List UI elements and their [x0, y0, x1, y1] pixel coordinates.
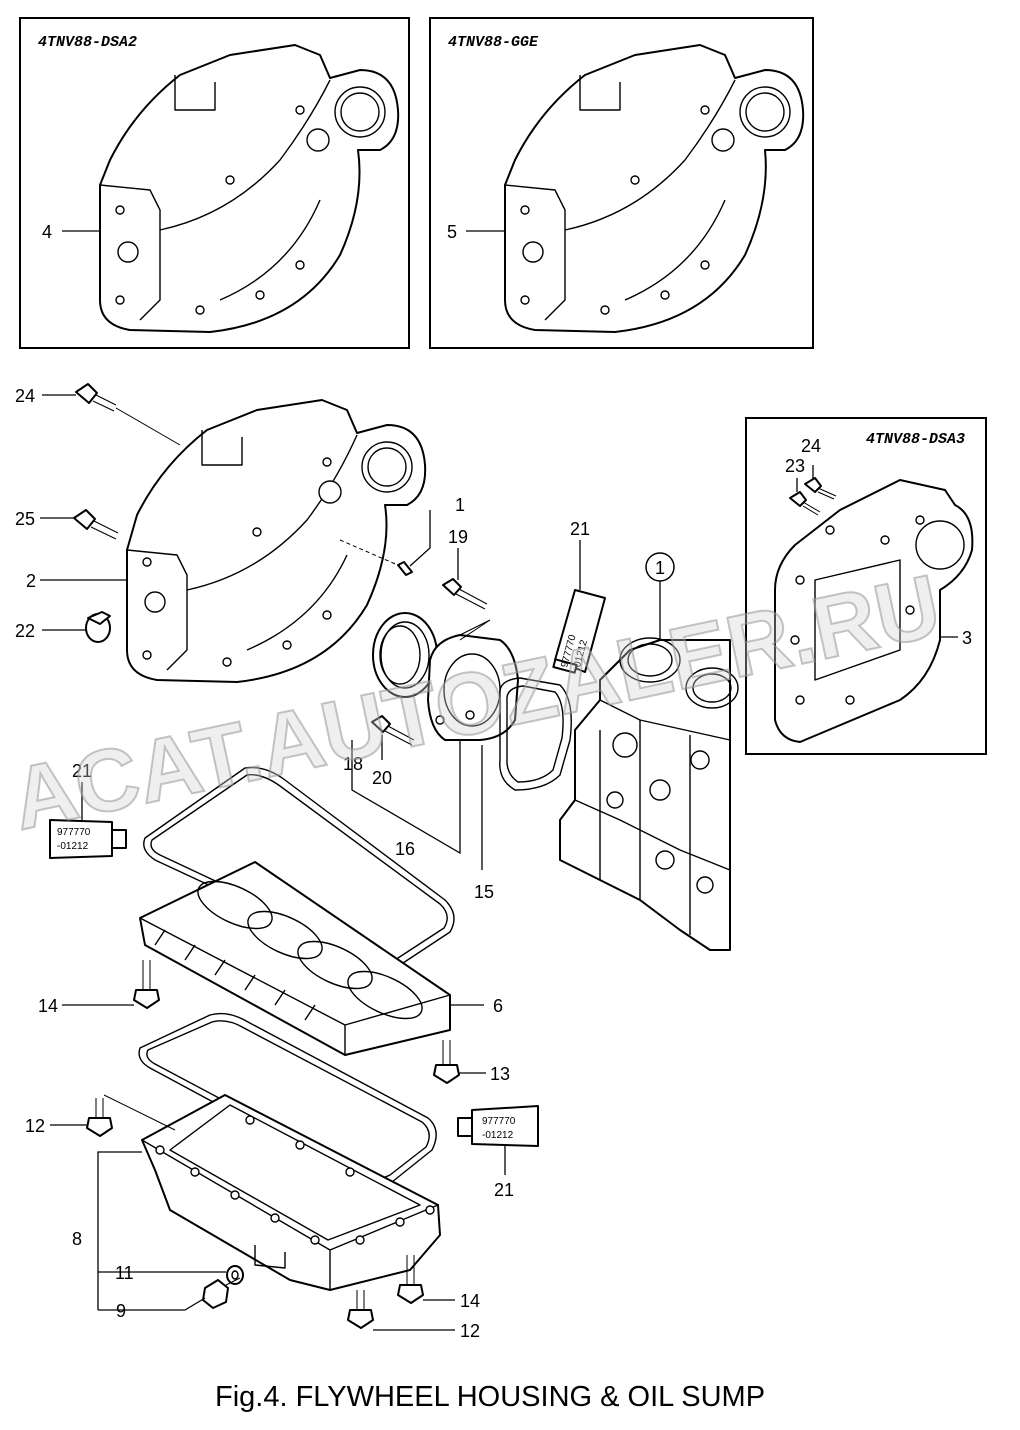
callout-21-right: 21 [494, 1180, 514, 1200]
callout-15: 15 [474, 882, 494, 902]
flywheel-housing-dsa2 [99, 44, 400, 333]
bolt-25 [73, 509, 119, 540]
callout-25: 25 [15, 509, 35, 529]
callout-11: 11 [115, 1263, 134, 1283]
bolt-24 [804, 477, 837, 500]
sealant-tube-21-right: 977770 -01212 [457, 1105, 539, 1147]
callout-9: 9 [116, 1301, 126, 1321]
tube-code-right-2: -01212 [482, 1130, 514, 1141]
callout-19: 19 [448, 527, 468, 547]
gasket-15 [499, 677, 572, 791]
sump-gasket-upper [143, 766, 455, 968]
callout-20: 20 [372, 768, 392, 788]
circled-ref-1: 1 [645, 552, 675, 645]
tube-code-right-1: 977770 [482, 1116, 516, 1127]
callout-2: 2 [26, 571, 36, 591]
callout-18: 18 [343, 754, 363, 774]
variant-label-gge: 4TNV88-GGE [448, 34, 539, 51]
circled-label: 1 [655, 558, 665, 578]
oil-seal-case [427, 634, 519, 741]
callout-21-left: 21 [72, 761, 92, 781]
callout-12-lower: 12 [460, 1321, 480, 1341]
tube-code-left-1: 977770 [57, 827, 91, 838]
callout-24-main: 24 [15, 386, 35, 406]
bolt-23 [789, 491, 821, 516]
bolt-19 [442, 578, 488, 610]
dowel-pin-1 [339, 539, 413, 576]
callout-5: 5 [447, 222, 457, 242]
callout-23: 23 [785, 456, 805, 476]
oil-pan-upper [139, 861, 451, 1056]
callout-22: 22 [15, 621, 35, 641]
inset-gge: 4TNV88-GGE 5 [429, 17, 814, 349]
callout-14-upper: 14 [38, 996, 58, 1016]
bolt-12-lower [347, 1290, 374, 1329]
drain-plug-9 [202, 1277, 241, 1309]
sump-gasket-lower [138, 1012, 437, 1187]
sealant-tube-21-left: 977770 -01212 [49, 819, 127, 859]
variant-label-dsa2: 4TNV88-DSA2 [38, 34, 137, 51]
figure-caption: Fig.4. FLYWHEEL HOUSING & OIL SUMP [215, 1381, 765, 1413]
variant-label-dsa3: 4TNV88-DSA3 [866, 431, 965, 448]
flywheel-housing-main [126, 399, 427, 683]
oil-seal [372, 612, 438, 698]
callout-16: 16 [395, 839, 415, 859]
oil-pan [141, 1094, 441, 1291]
callout-21-top: 21 [570, 519, 590, 539]
bolt-14-upper [133, 960, 160, 1009]
callout-8: 8 [72, 1229, 82, 1249]
bolt-14-lower [397, 1255, 424, 1304]
callout-1: 1 [455, 495, 465, 515]
inset-dsa3: 4TNV88-DSA3 24 23 3 [745, 417, 987, 755]
inset-dsa2: 4TNV88-DSA2 4 [19, 17, 410, 349]
bolt-13 [433, 1040, 460, 1084]
flywheel-housing-gge [504, 44, 805, 333]
callout-4: 4 [42, 222, 52, 242]
callout-3: 3 [962, 628, 972, 648]
bolt-24-main [75, 383, 181, 446]
callout-6: 6 [493, 996, 503, 1016]
callout-12-left: 12 [25, 1116, 45, 1136]
tube-code-left-2: -01212 [57, 841, 89, 852]
callout-14-lower: 14 [460, 1291, 480, 1311]
rear-plate-dsa3 [774, 479, 974, 743]
sealant-tube-21-top: 977770 -01212 [552, 589, 606, 674]
washer-11 [226, 1265, 244, 1285]
plug-22 [85, 611, 111, 643]
callout-13: 13 [490, 1064, 510, 1084]
bolt-12-left [86, 1094, 176, 1137]
callout-24-dsa3: 24 [801, 436, 821, 456]
bolt-20 [371, 715, 415, 746]
cylinder-block [559, 637, 739, 951]
